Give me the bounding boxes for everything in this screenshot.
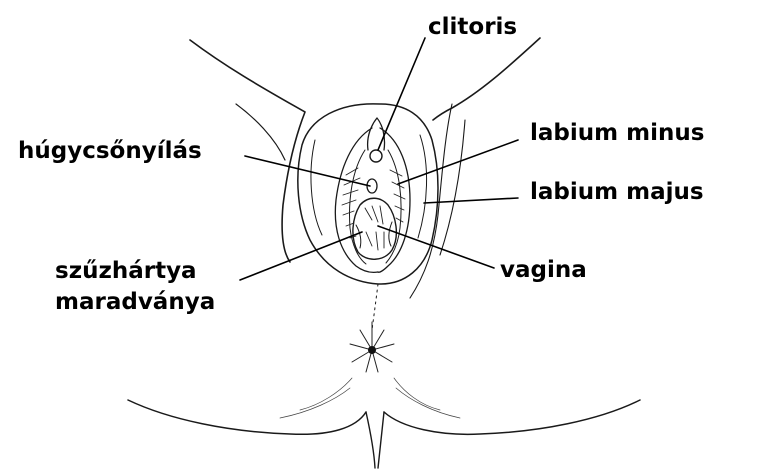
leader-lines bbox=[239, 37, 519, 281]
label-hymen-remnant-line1: szűzhártya bbox=[55, 258, 197, 284]
labium-minus-right bbox=[377, 127, 411, 273]
gluteal-cleft bbox=[365, 411, 385, 469]
left-buttock-contour bbox=[127, 399, 367, 436]
label-labium-majus: labium majus bbox=[530, 179, 704, 205]
leader-urethral-opening bbox=[244, 155, 371, 187]
label-urethral-opening: húgycsőnyílás bbox=[18, 138, 202, 164]
labium-majus-left-fold bbox=[310, 139, 323, 236]
clitoral-hood bbox=[366, 117, 386, 151]
clitoris-glans bbox=[369, 149, 383, 163]
hymen-remnant-left bbox=[355, 224, 362, 249]
right-buttock-contour bbox=[383, 399, 641, 436]
buttock-shading bbox=[279, 377, 461, 419]
label-hymen-remnant-line2: maradványa bbox=[55, 289, 216, 315]
vaginal-opening bbox=[352, 197, 398, 260]
leader-labium-majus bbox=[423, 197, 519, 204]
labium-minus-right-inner bbox=[385, 149, 402, 264]
label-clitoris: clitoris bbox=[428, 14, 518, 40]
labium-minus-left bbox=[334, 127, 379, 273]
leader-labium-minus bbox=[397, 139, 519, 185]
left-groin-fold bbox=[235, 103, 286, 161]
left-thigh-contour bbox=[189, 39, 306, 263]
labium-majus-right-fold bbox=[417, 134, 428, 239]
right-thigh-inner bbox=[439, 119, 466, 256]
inner-shading bbox=[341, 167, 406, 251]
leader-clitoris bbox=[377, 37, 426, 151]
labium-minus-left-inner bbox=[349, 149, 367, 265]
right-groin-shadow bbox=[409, 103, 453, 299]
anus bbox=[349, 321, 395, 373]
leader-vagina bbox=[377, 225, 495, 269]
label-vagina: vagina bbox=[500, 257, 587, 283]
hymen-remnant-right bbox=[388, 221, 393, 247]
leader-hymen-remnant bbox=[239, 231, 363, 281]
label-labium-minus: labium minus bbox=[530, 120, 705, 146]
perineum-line bbox=[371, 283, 379, 331]
right-thigh-contour bbox=[432, 37, 541, 121]
